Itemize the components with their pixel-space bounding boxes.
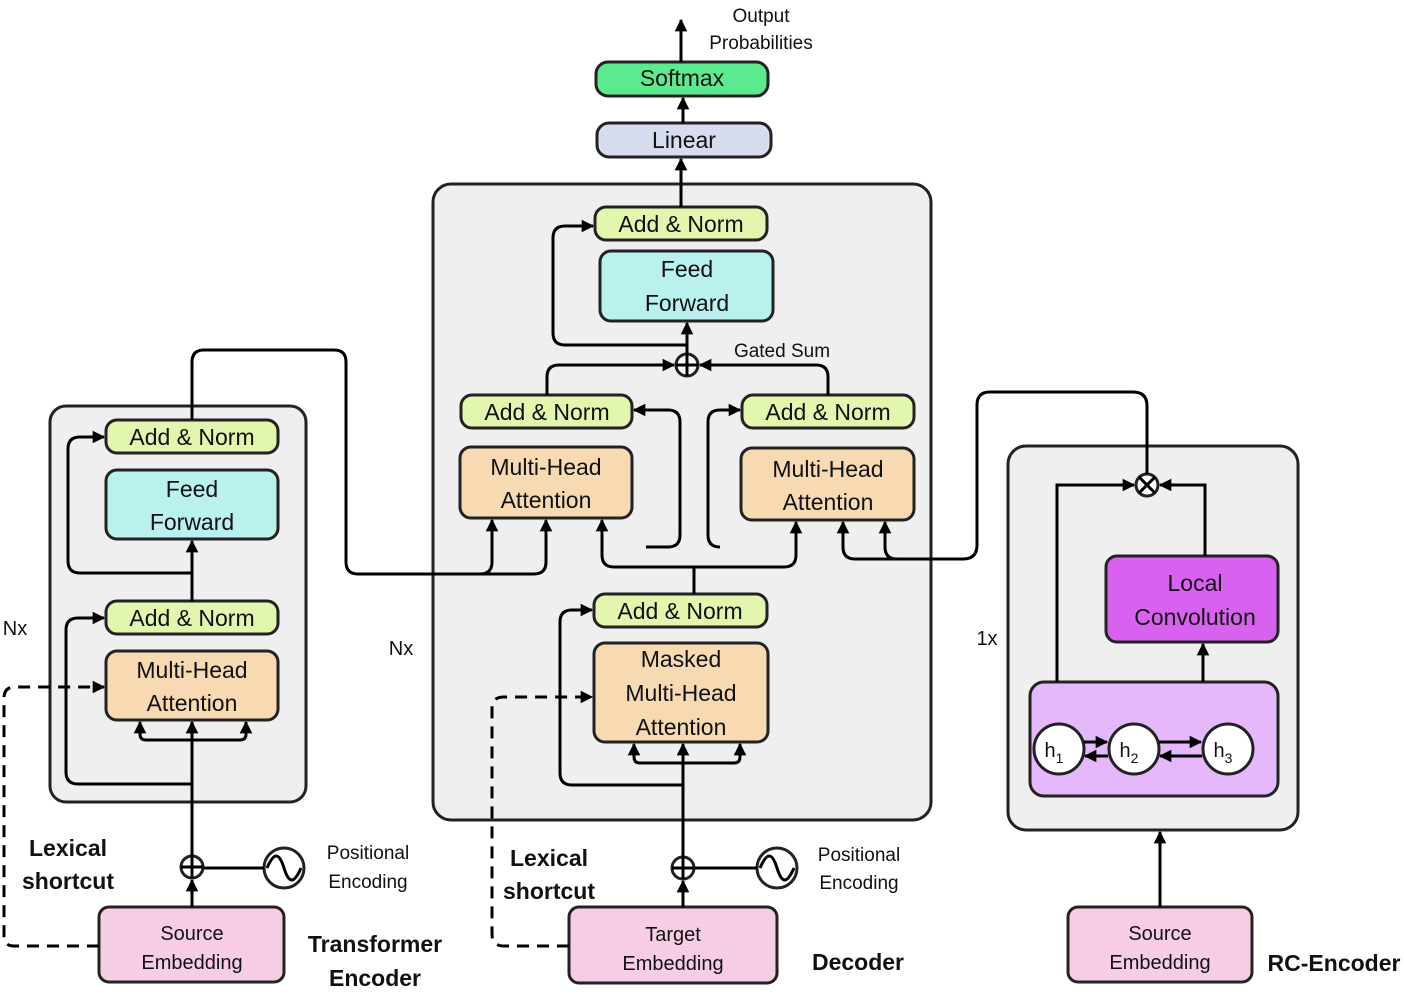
decoder-add-norm-bottom	[592, 592, 769, 629]
decoder-masked-v-input	[683, 742, 747, 765]
encoder-mha-v-input	[192, 720, 253, 742]
encoder-add-norm-top-label: Add & Norm	[129, 424, 254, 450]
rc-local-conv-label-1: Local	[1168, 570, 1223, 596]
decoder-masked-attention	[592, 641, 770, 744]
decoder-left-to-gated-sum	[545, 358, 676, 395]
decoder-right-to-gated-sum	[698, 358, 830, 395]
encoder-title-line1: Transformer	[308, 931, 442, 957]
encoder-embedding-label-2: Embedding	[141, 952, 242, 974]
rc-local-convolution	[1104, 554, 1280, 644]
linear-label: Linear	[652, 127, 716, 153]
decoder-masked-k-input	[627, 742, 683, 765]
encoder-feed-forward-label-1: Feed	[166, 476, 218, 502]
rc-h2-label: h2	[1120, 740, 1139, 766]
rc-hidden-state-h3	[1201, 722, 1255, 776]
decoder-feed-forward-label-2: Forward	[645, 290, 729, 316]
decoder-title: Decoder	[812, 949, 904, 975]
encoder-residual-1	[64, 611, 192, 786]
rc-hidden-state-h2	[1107, 722, 1161, 776]
encoder-sine-wave-icon	[262, 846, 306, 890]
rc-h1-label: h1	[1045, 740, 1064, 766]
encoder-residual-2	[66, 430, 192, 575]
decoder-mha-right-label-2: Attention	[783, 489, 874, 515]
decoder-residual-right	[706, 403, 742, 549]
decoder-feed-forward-label-1: Feed	[661, 256, 713, 282]
output-label-line2: Probabilities	[709, 33, 813, 54]
elementwise-multiply-icon	[1134, 472, 1160, 498]
gated-sum-label: Gated Sum	[734, 341, 830, 362]
decoder-residual-top	[551, 219, 687, 347]
decoder-add-norm-top-label: Add & Norm	[618, 211, 743, 237]
decoder-embedding-label-1: Target	[645, 924, 701, 946]
encoder-pos-add-icon	[179, 854, 205, 880]
encoder-to-decoder-branch	[479, 518, 499, 576]
rc-to-decoder-branch	[836, 520, 897, 561]
encoder-embedding-label-1: Source	[160, 923, 223, 945]
encoder-multi-head-attention	[104, 649, 280, 722]
decoder-add-norm-right-label: Add & Norm	[765, 399, 890, 425]
encoder-feed-forward	[104, 468, 280, 541]
encoder-shortcut-label-1: Lexical	[29, 835, 107, 861]
rc-local-conv-label-2: Convolution	[1134, 604, 1255, 630]
decoder-sine-wave-icon	[755, 846, 799, 890]
decoder-mha-left	[458, 445, 634, 520]
decoder-shortcut-label-2: shortcut	[503, 878, 595, 904]
encoder-add-norm-bottom-label: Add & Norm	[129, 605, 254, 631]
encoder-feed-forward-label-2: Forward	[150, 509, 234, 535]
decoder-mha-right	[739, 446, 916, 522]
encoder-repeat-label: Nx	[3, 618, 27, 640]
decoder-embedding-label-2: Embedding	[622, 953, 723, 975]
gated-sum-icon	[674, 352, 700, 378]
decoder-mha-right-label-1: Multi-Head	[772, 456, 883, 482]
rc-embedding-label-2: Embedding	[1109, 952, 1210, 974]
decoder-query-to-right	[694, 520, 803, 569]
rc-embedding-label-1: Source	[1128, 923, 1191, 945]
decoder-mha-left-label-1: Multi-Head	[490, 454, 601, 480]
decoder-add-norm-bottom-label: Add & Norm	[617, 598, 742, 624]
encoder-mha-k-input	[133, 720, 192, 742]
encoder-mha-label-1: Multi-Head	[136, 657, 247, 683]
rc-encoder-title: RC-Encoder	[1268, 950, 1401, 976]
encoder-shortcut-label-2: shortcut	[22, 868, 114, 894]
decoder-pos-label-1: Positional	[818, 845, 900, 866]
encoder-mha-label-2: Attention	[147, 690, 238, 716]
decoder-residual-left	[632, 403, 682, 549]
encoder-to-decoder-wire	[190, 348, 553, 576]
rc-repeat-label: 1x	[976, 628, 997, 650]
rc-hidden-state-h1	[1032, 722, 1086, 776]
decoder-masked-label-3: Attention	[636, 714, 727, 740]
decoder-pos-add-icon	[670, 855, 696, 881]
output-label-line1: Output	[732, 6, 790, 27]
decoder-target-lexical-shortcut	[490, 690, 594, 948]
encoder-title-line2: Encoder	[329, 965, 421, 991]
encoder-lexical-shortcut	[2, 680, 106, 948]
decoder-masked-label-2: Multi-Head	[625, 680, 736, 706]
decoder-repeat-label: Nx	[389, 638, 413, 660]
decoder-add-norm-left-label: Add & Norm	[484, 399, 609, 425]
rc-rnn-to-multiply	[1055, 478, 1136, 682]
decoder-pos-label-2: Encoding	[819, 873, 898, 894]
decoder-feed-forward	[598, 249, 775, 323]
decoder-masked-label-1: Masked	[641, 646, 722, 672]
encoder-pos-label-1: Positional	[327, 843, 409, 864]
decoder-shortcut-label-1: Lexical	[510, 845, 588, 871]
decoder-query-to-left	[595, 518, 694, 569]
rc-conv-to-multiply	[1158, 478, 1207, 556]
rc-h3-label: h3	[1214, 740, 1233, 766]
encoder-pos-label-2: Encoding	[328, 872, 407, 893]
decoder-mha-left-label-2: Attention	[501, 487, 592, 513]
softmax-label: Softmax	[640, 65, 725, 91]
